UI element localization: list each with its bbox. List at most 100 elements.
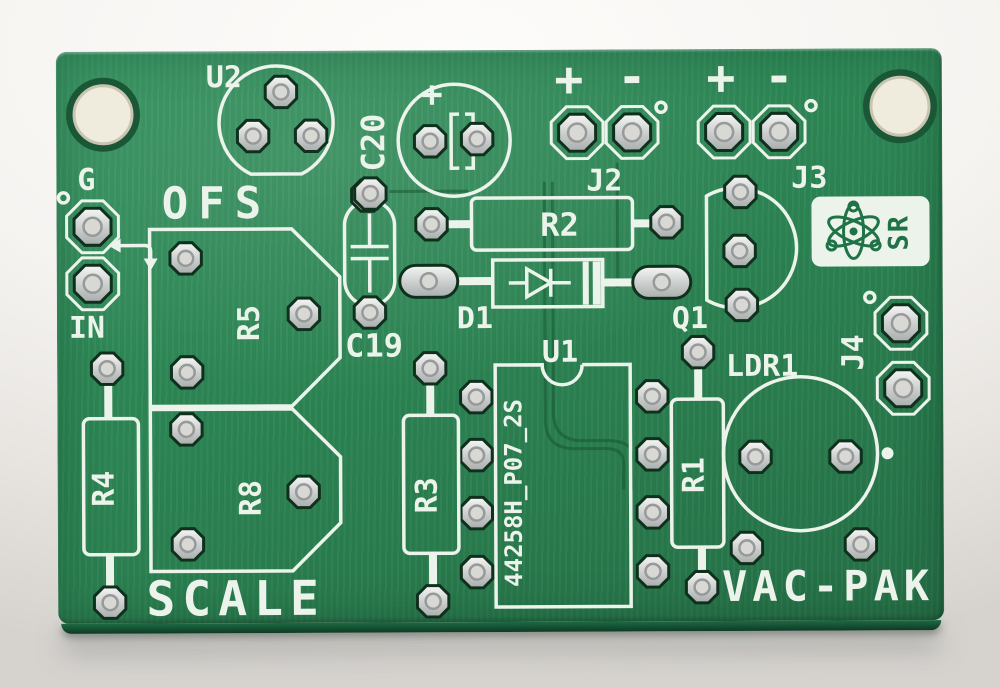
pin1-marker [654, 100, 668, 115]
pad [680, 334, 716, 370]
vac-pak-section-label: VAC-PAK [722, 561, 934, 611]
pin1-marker [56, 191, 71, 205]
r3-resistor-footprint [401, 351, 461, 619]
pad [635, 554, 671, 589]
pad [723, 174, 758, 210]
oval-pad [631, 264, 693, 300]
u2-label: U2 [206, 60, 242, 95]
input-header [56, 191, 158, 312]
pad [352, 295, 388, 330]
u1-ic-footprint [458, 362, 671, 609]
c19-label: C19 [345, 326, 403, 364]
q1-footprint [704, 174, 799, 323]
r8-trimmer-footprint [148, 407, 343, 574]
circuit-board: U2 + C20 + - J2 [55, 48, 945, 634]
pad [170, 527, 206, 562]
u1-label: U1 [542, 335, 578, 370]
header-pad [612, 112, 653, 153]
silkscreen-artwork: U2 + C20 + - J2 [56, 49, 938, 624]
j2-label: J2 [586, 163, 622, 198]
pad [168, 241, 203, 276]
c20-plus-mark: + [421, 74, 443, 115]
g-label: G [77, 163, 95, 198]
c20-label: C20 [354, 114, 392, 172]
ldr1-footprint [721, 374, 894, 566]
j4-label: J4 [836, 334, 871, 370]
header-pad [557, 112, 598, 153]
via-pad [353, 176, 388, 211]
oval-pad [398, 263, 460, 299]
pad [263, 74, 299, 110]
pad [724, 287, 760, 323]
r1-label: R1 [677, 457, 712, 493]
j2-minus-mark: - [617, 49, 646, 105]
pad [649, 205, 684, 240]
pad [293, 118, 329, 154]
pin1-marker [804, 98, 818, 113]
q1-label: Q1 [672, 301, 708, 336]
r2-resistor-footprint [414, 195, 684, 252]
j3-connector [696, 98, 818, 160]
j3-minus-mark: - [764, 49, 793, 105]
header-pad [880, 303, 922, 344]
pad [92, 585, 128, 620]
pin1-marker [863, 290, 877, 305]
dot-marker [881, 447, 894, 460]
pad [729, 530, 765, 566]
r4-label: R4 [87, 471, 122, 507]
maker-logo: SR [811, 196, 930, 267]
pad [415, 584, 451, 619]
pad [412, 351, 448, 386]
pad [169, 412, 204, 447]
pad [169, 355, 205, 390]
pad [738, 439, 773, 475]
header-pad [72, 206, 113, 247]
in-label: IN [69, 311, 105, 346]
mounting-hole-top-right [863, 69, 938, 144]
header-pad [883, 368, 924, 409]
pad [459, 495, 495, 531]
r4-resistor-footprint [81, 351, 141, 620]
j3-label: J3 [791, 161, 827, 196]
pad [722, 233, 757, 269]
pad [89, 351, 125, 386]
r5-label: R5 [232, 305, 267, 341]
pad [458, 379, 494, 415]
r3-label: R3 [410, 477, 445, 513]
logo-glyphs: SR [883, 214, 914, 251]
ldr1-label: LDR1 [726, 349, 798, 384]
pad [635, 495, 671, 530]
pad [459, 437, 494, 473]
d1-diode-footprint [398, 257, 693, 309]
pad [635, 437, 670, 472]
atom-icon [825, 200, 882, 260]
scale-section-label: SCALE [146, 571, 326, 624]
j2-plus-mark: + [554, 52, 583, 108]
d1-label: D1 [457, 301, 493, 336]
r5-trimmer-footprint [147, 227, 342, 409]
pad [459, 121, 495, 157]
pad [459, 554, 495, 590]
header-pad [72, 263, 113, 304]
mounting-hole-top-left [66, 77, 141, 152]
j3-plus-mark: + [706, 50, 735, 106]
pad [412, 124, 448, 159]
r2-label: R2 [540, 206, 579, 244]
j2-connector [549, 100, 668, 161]
pad [286, 474, 321, 510]
ofs-section-label: OFS [162, 178, 272, 229]
pad [843, 527, 879, 562]
pad [634, 379, 670, 414]
pad [286, 296, 322, 332]
fab-code-label: 44258H_P07_2S [499, 399, 528, 587]
pad [235, 118, 271, 154]
c20-footprint [396, 82, 512, 198]
pad [828, 439, 863, 474]
pad [684, 569, 720, 605]
header-pad [759, 111, 800, 152]
diode-symbol [508, 265, 571, 300]
header-pad [704, 111, 745, 153]
j4-connector [863, 290, 931, 416]
r8-label: R8 [234, 480, 269, 516]
